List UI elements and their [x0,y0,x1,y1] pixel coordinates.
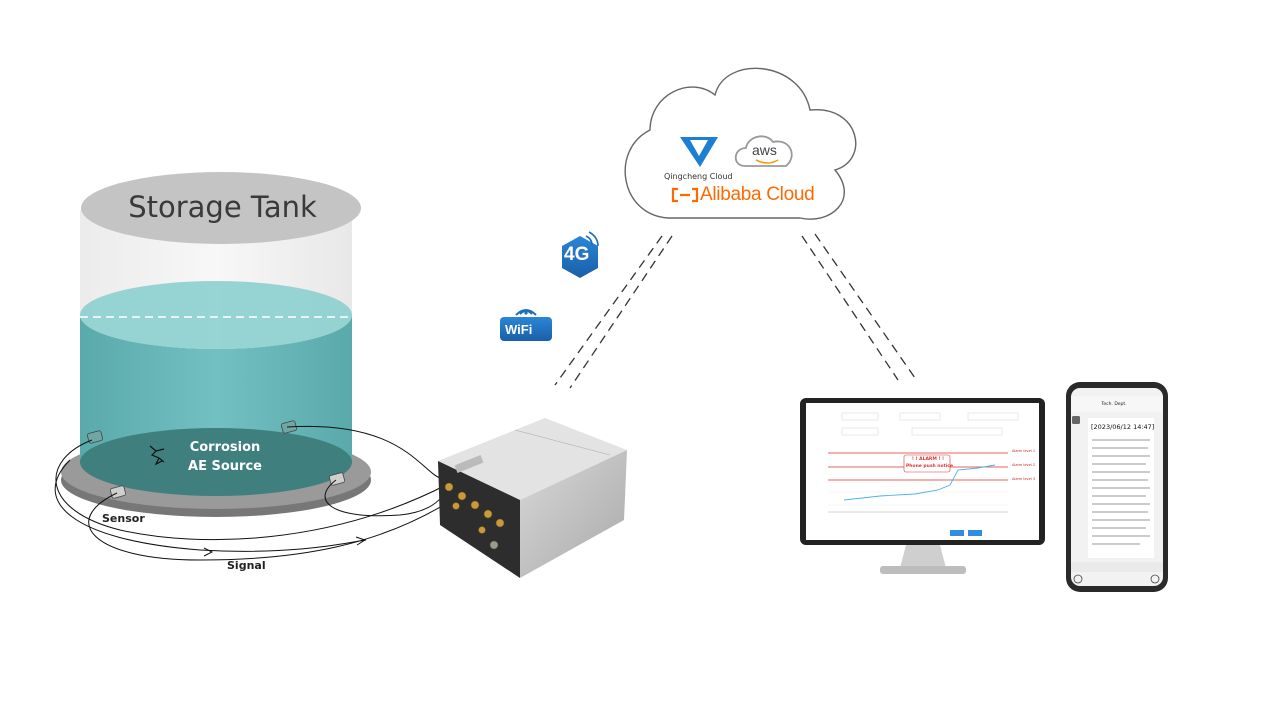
sensor-trend-line [843,464,996,501]
connector-icon [489,540,499,550]
qingcheng-logo-icon [680,137,718,167]
aws-smile-icon [755,159,779,164]
signal-arrow-icon [355,536,367,546]
alarm-push-text: Phone push notice [906,464,953,469]
liquid-surface [80,281,352,349]
alarm-popup [903,454,951,473]
pager-button [950,530,964,536]
crack-icon [149,445,165,466]
alarm-title: ! ! ALARM ! ! [911,457,945,462]
alarm-level-3-label: Alarm level 3 [1012,477,1036,481]
sensor-label: Sensor [102,512,145,525]
connector-icon [457,491,467,501]
sensor-icon [109,485,127,499]
acquisition-device [438,418,627,578]
alibaba-cloud-label: Alibaba Cloud [700,184,815,205]
phone-add-icon [1150,574,1160,584]
connector-icon [495,518,505,528]
alarm-level-2-label: Alarm level 2 [1012,463,1036,467]
network-links [554,233,916,389]
corrosion-label-line1: Corrosion [189,440,261,455]
connector-icon [470,500,480,510]
signal-arrow-icon [203,547,214,557]
wifi-label: WiFi [505,322,533,337]
connector-icon [444,482,454,492]
corrosion-label-line2: AE Source [188,459,262,474]
phone-chat-title: Tech. Dept. [1101,402,1127,407]
corrosion-source-label: Corrosion AE Source [170,438,280,476]
connector-icon [452,502,460,510]
tank-top [81,172,361,244]
desktop-monitor [800,398,1045,574]
signal-cables [54,425,453,561]
tank-title: Storage Tank [128,190,317,224]
phone-chat-timestamp: [2023/06/12 14:47] [1091,423,1155,431]
sensors [86,420,346,499]
qingcheng-cloud-label: Qingcheng Cloud [664,172,733,181]
storage-tank [61,172,371,517]
4g-badge-icon [562,231,599,278]
4g-label: 4G [564,244,590,265]
connector-icon [483,509,493,519]
alibaba-logo-icon [671,187,699,203]
wifi-badge-icon [500,309,552,341]
cloud-icon [624,67,857,220]
pager-button [968,530,982,536]
aws-label: aws [752,142,777,158]
phone-voice-icon [1073,574,1083,584]
signal-label: Signal [227,559,266,572]
connector-icon [478,526,486,534]
aws-cloud-icon [734,135,793,167]
mobile-phone [1066,382,1168,592]
alarm-level-1-label: Alarm level 1 [1012,449,1036,453]
tank-floor [80,428,352,496]
dashboard-form [841,412,1019,436]
connector-row [444,482,505,550]
